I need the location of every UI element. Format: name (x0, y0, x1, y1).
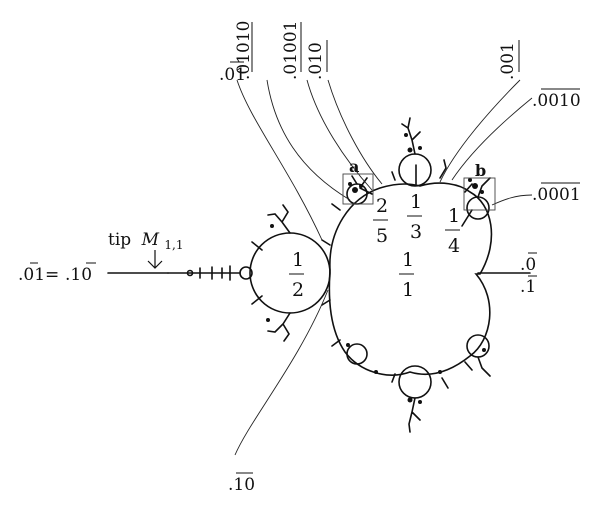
period-5-bulb-bottom (346, 343, 368, 365)
svg-text:1: 1 (410, 191, 422, 213)
label-10: .10 (228, 475, 255, 495)
label-0001: .0001 (532, 185, 581, 205)
period-3-bulb-bottom (398, 365, 432, 399)
svg-text:1: 1 (402, 279, 414, 301)
svg-text:4: 4 (448, 235, 460, 257)
ray-0010 (451, 97, 533, 181)
label-001: .001 (498, 42, 518, 80)
tip-word: tip (108, 230, 131, 250)
period-3-bulb-top (398, 153, 432, 187)
ray-01001 (306, 79, 373, 191)
overline-marks (251, 22, 520, 72)
fraction-labels: 1 2 1 1 1 3 1 4 2 5 (289, 191, 460, 301)
label-eq-sign: = (45, 265, 59, 285)
fraction-third: 1 3 (407, 191, 422, 243)
ray-010 (327, 79, 383, 185)
label-010: .010 (306, 42, 326, 80)
box-a-label: a (349, 157, 359, 176)
svg-text:3: 3 (410, 221, 422, 243)
box-b (463, 177, 496, 211)
svg-text:5: 5 (376, 225, 388, 247)
right-labels: .0010 .0001 .0 .1 (520, 88, 581, 297)
svg-text:1: 1 (292, 249, 304, 271)
ray-landing-two-fifths (359, 187, 373, 195)
fraction-two-fifths: 2 5 (373, 195, 388, 247)
box-b-label: b (475, 161, 486, 180)
external-rays (107, 79, 533, 456)
ray-01010 (266, 79, 351, 201)
label-1: .1 (520, 277, 536, 297)
label-0010: .0010 (532, 91, 581, 111)
svg-text:2: 2 (292, 279, 304, 301)
label-eq-left: .01 (18, 265, 45, 285)
label-01001: .01001 (281, 21, 301, 80)
label-01: .01 (219, 65, 246, 85)
tip-var: M (141, 230, 160, 250)
main-cardioid (328, 182, 493, 376)
svg-text:2: 2 (376, 195, 388, 217)
fraction-one: 1 1 (399, 249, 414, 301)
minibrot (186, 269, 194, 277)
ray-10 (234, 289, 329, 456)
svg-text:1: 1 (448, 205, 460, 227)
top-labels: .01 .01010 .01001 .010 .001 (219, 21, 518, 85)
ray-01 (236, 79, 323, 241)
box-a (342, 173, 374, 205)
tip-arrow (147, 250, 163, 269)
ray-0001 (491, 194, 533, 206)
label-eq-right: .10 (65, 265, 92, 285)
period-4-bulb-bottom (466, 334, 490, 358)
left-labels: .01 = .10 tip M 1,1 .10 (18, 230, 255, 495)
fraction-quarter: 1 4 (445, 205, 460, 257)
fraction-half: 1 2 (289, 249, 304, 301)
filaments (251, 117, 491, 433)
mandelbrot-set (167, 117, 493, 433)
svg-text:1: 1 (402, 249, 414, 271)
tip-sub: 1,1 (164, 238, 183, 252)
label-01010: .01010 (234, 21, 254, 80)
period-2-bulb (249, 232, 331, 314)
zoom-boxes: a b (342, 157, 496, 211)
ray-001 (439, 79, 521, 183)
tip-label: tip M 1,1 (108, 230, 183, 252)
label-0: .0 (520, 255, 536, 275)
boundary-detail (266, 133, 486, 404)
ray-landing-quarter (461, 209, 473, 227)
